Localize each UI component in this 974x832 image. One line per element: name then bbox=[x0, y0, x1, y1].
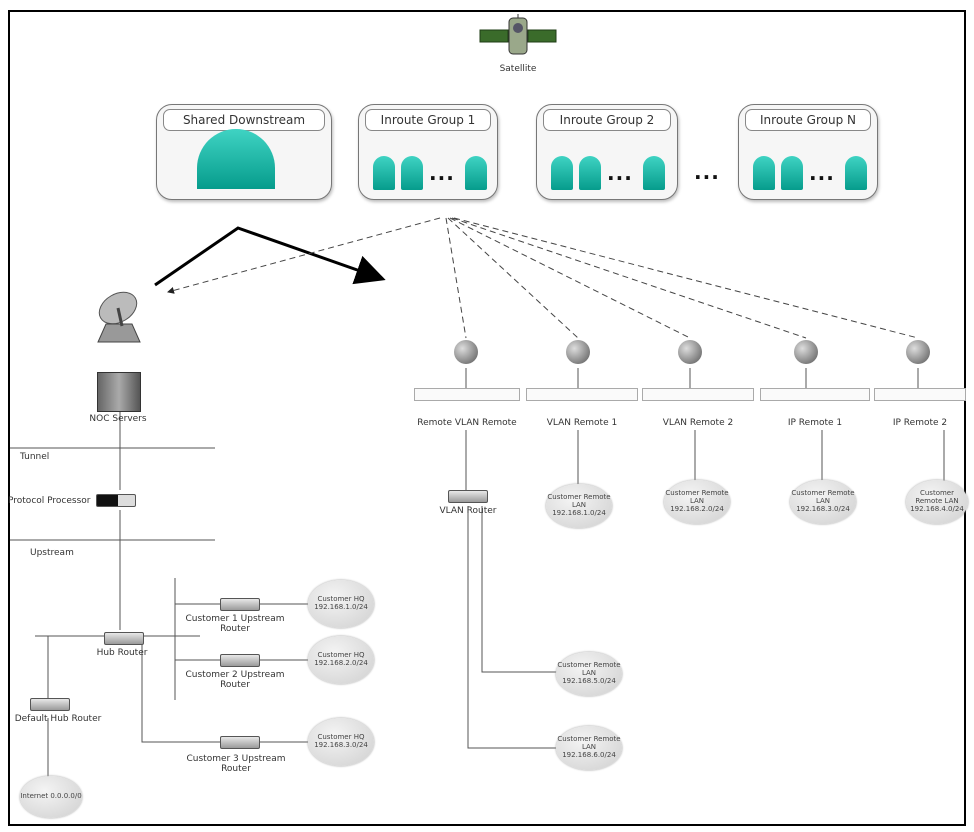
group-shared-downstream: Shared Downstream bbox=[156, 104, 332, 200]
remote-lan-cloud: Customer Remote LAN 192.168.5.0/24 bbox=[556, 652, 622, 696]
customer-router-label: Customer 2 Upstream Router bbox=[185, 670, 285, 691]
customer-hq-cloud: Customer HQ 192.168.1.0/24 bbox=[308, 580, 374, 628]
downstream-arrow bbox=[154, 226, 386, 287]
inroute-carrier-icon bbox=[465, 156, 487, 190]
group-title: Inroute Group 2 bbox=[543, 109, 671, 131]
vlan-router-icon bbox=[448, 490, 488, 503]
internet-cloud: Internet 0.0.0.0/0 bbox=[20, 776, 82, 818]
remote-dish-icon bbox=[566, 340, 590, 364]
customer-router-icon bbox=[220, 598, 260, 611]
server-icon bbox=[97, 372, 141, 412]
remote-label: Remote VLAN Remote bbox=[417, 418, 517, 428]
remote-label: IP Remote 2 bbox=[892, 418, 948, 428]
tunnel-label: Tunnel bbox=[20, 452, 50, 462]
inroute-carrier-icon bbox=[579, 156, 601, 190]
group-title: Shared Downstream bbox=[163, 109, 325, 131]
remote-lan-cloud: Customer Remote LAN 192.168.4.0/24 bbox=[906, 480, 968, 524]
hub-antenna-icon bbox=[92, 284, 148, 344]
protocol-processor-icon bbox=[96, 494, 136, 507]
group-ellipsis: ... bbox=[694, 160, 720, 184]
remote-dish-icon bbox=[906, 340, 930, 364]
remote-link-4 bbox=[451, 217, 807, 339]
inroute-carrier-icon bbox=[753, 156, 775, 190]
inroute-carrier-icon bbox=[551, 156, 573, 190]
remote-modem-icon bbox=[760, 388, 870, 401]
remote-link-2 bbox=[447, 217, 579, 339]
inroute-carrier-icon bbox=[373, 156, 395, 190]
remote-lan-cloud: Customer Remote LAN 192.168.1.0/24 bbox=[546, 484, 612, 528]
server-label: NOC Servers bbox=[89, 414, 147, 424]
customer-hq-cloud: Customer HQ 192.168.3.0/24 bbox=[308, 718, 374, 766]
vlan-router-label: VLAN Router bbox=[439, 506, 497, 516]
remote-lan-cloud: Customer Remote LAN 192.168.3.0/24 bbox=[790, 480, 856, 524]
inroute-carrier-icon bbox=[401, 156, 423, 190]
remote-dish-icon bbox=[794, 340, 818, 364]
remote-label: VLAN Remote 2 bbox=[662, 418, 734, 428]
default-router-label: Default Hub Router bbox=[14, 714, 102, 724]
remote-link-3 bbox=[449, 217, 691, 339]
return-dashed-line bbox=[167, 217, 441, 294]
remote-modem-icon bbox=[874, 388, 966, 401]
remote-modem-icon bbox=[526, 388, 638, 401]
ellipsis: ... bbox=[607, 161, 633, 185]
customer-router-label: Customer 1 Upstream Router bbox=[185, 614, 285, 635]
customer-router-label: Customer 3 Upstream Router bbox=[186, 754, 286, 775]
remote-lan-cloud: Customer Remote LAN 192.168.2.0/24 bbox=[664, 480, 730, 524]
remote-link-5 bbox=[453, 217, 919, 339]
group-inroute-2: Inroute Group 2 ... bbox=[536, 104, 678, 200]
group-inroute-1: Inroute Group 1 ... bbox=[358, 104, 498, 200]
downstream-carrier-icon bbox=[197, 129, 275, 189]
default-router-icon bbox=[30, 698, 70, 711]
inroute-carrier-icon bbox=[845, 156, 867, 190]
customer-router-icon bbox=[220, 736, 260, 749]
upstream-label: Upstream bbox=[30, 548, 74, 558]
satellite-icon bbox=[478, 14, 558, 60]
remote-dish-icon bbox=[454, 340, 478, 364]
protocol-processor-label: Protocol Processor bbox=[8, 496, 91, 506]
customer-router-icon bbox=[220, 654, 260, 667]
remote-modem-icon bbox=[642, 388, 754, 401]
inroute-carrier-icon bbox=[643, 156, 665, 190]
customer-hq-cloud: Customer HQ 192.168.2.0/24 bbox=[308, 636, 374, 684]
hub-router-icon bbox=[104, 632, 144, 645]
ellipsis: ... bbox=[809, 161, 835, 185]
ellipsis: ... bbox=[429, 161, 455, 185]
remote-lan-cloud: Customer Remote LAN 192.168.6.0/24 bbox=[556, 726, 622, 770]
remote-modem-icon bbox=[414, 388, 520, 401]
remote-link-1 bbox=[445, 217, 467, 339]
remote-label: VLAN Remote 1 bbox=[546, 418, 618, 428]
satellite-label: Satellite bbox=[499, 64, 537, 74]
remote-dish-icon bbox=[678, 340, 702, 364]
hub-router-label: Hub Router bbox=[96, 648, 148, 658]
group-inroute-n: Inroute Group N ... bbox=[738, 104, 878, 200]
remote-label: IP Remote 1 bbox=[787, 418, 843, 428]
group-title: Inroute Group N bbox=[745, 109, 871, 131]
group-title: Inroute Group 1 bbox=[365, 109, 491, 131]
inroute-carrier-icon bbox=[781, 156, 803, 190]
